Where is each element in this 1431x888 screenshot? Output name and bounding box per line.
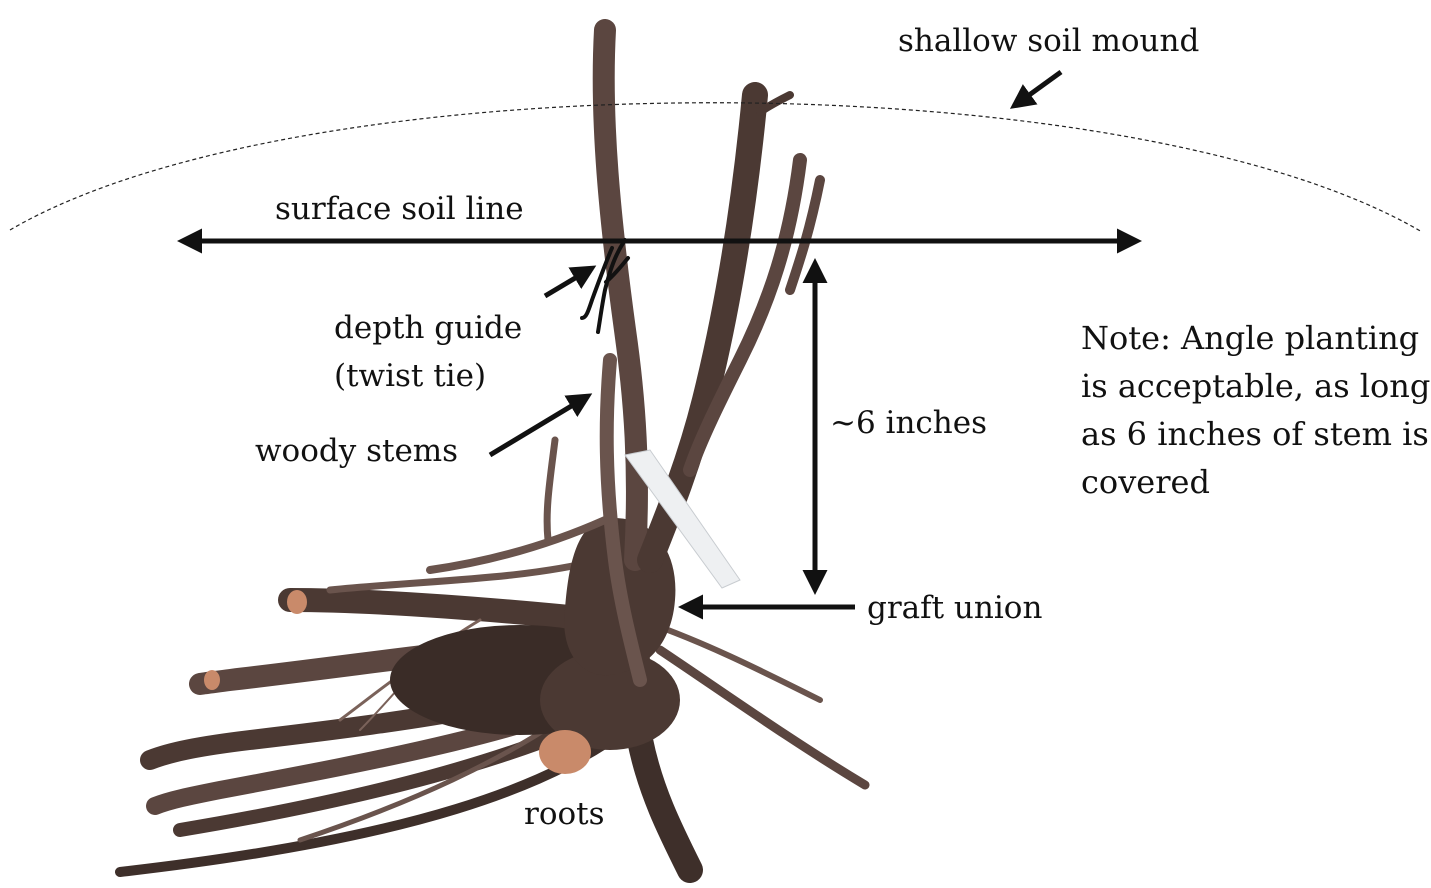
depth-guide-pointer-arrow <box>545 268 592 296</box>
note-line: is acceptable, as long <box>1081 362 1426 410</box>
twist-tie-label: (twist tie) <box>334 359 486 395</box>
note-line: Note: Angle planting <box>1081 314 1426 362</box>
woody-stems-illustration <box>430 30 820 680</box>
six-inches-label: ~6 inches <box>830 406 987 442</box>
planting-note: Note: Angle planting is acceptable, as l… <box>1081 314 1426 506</box>
shallow-soil-mound-label: shallow soil mound <box>898 24 1199 60</box>
note-line: covered <box>1081 458 1426 506</box>
surface-soil-line-label: surface soil line <box>275 192 524 228</box>
woody-stems-pointer-arrow <box>490 396 588 455</box>
note-line: as 6 inches of stem is <box>1081 410 1426 458</box>
roots-label: roots <box>524 797 605 833</box>
mound-pointer-arrow <box>1014 72 1061 106</box>
mound-outline <box>10 103 1422 232</box>
graft-union-label: graft union <box>867 591 1042 627</box>
woody-stems-label: woody stems <box>255 434 458 470</box>
depth-guide-label: depth guide <box>334 311 522 347</box>
